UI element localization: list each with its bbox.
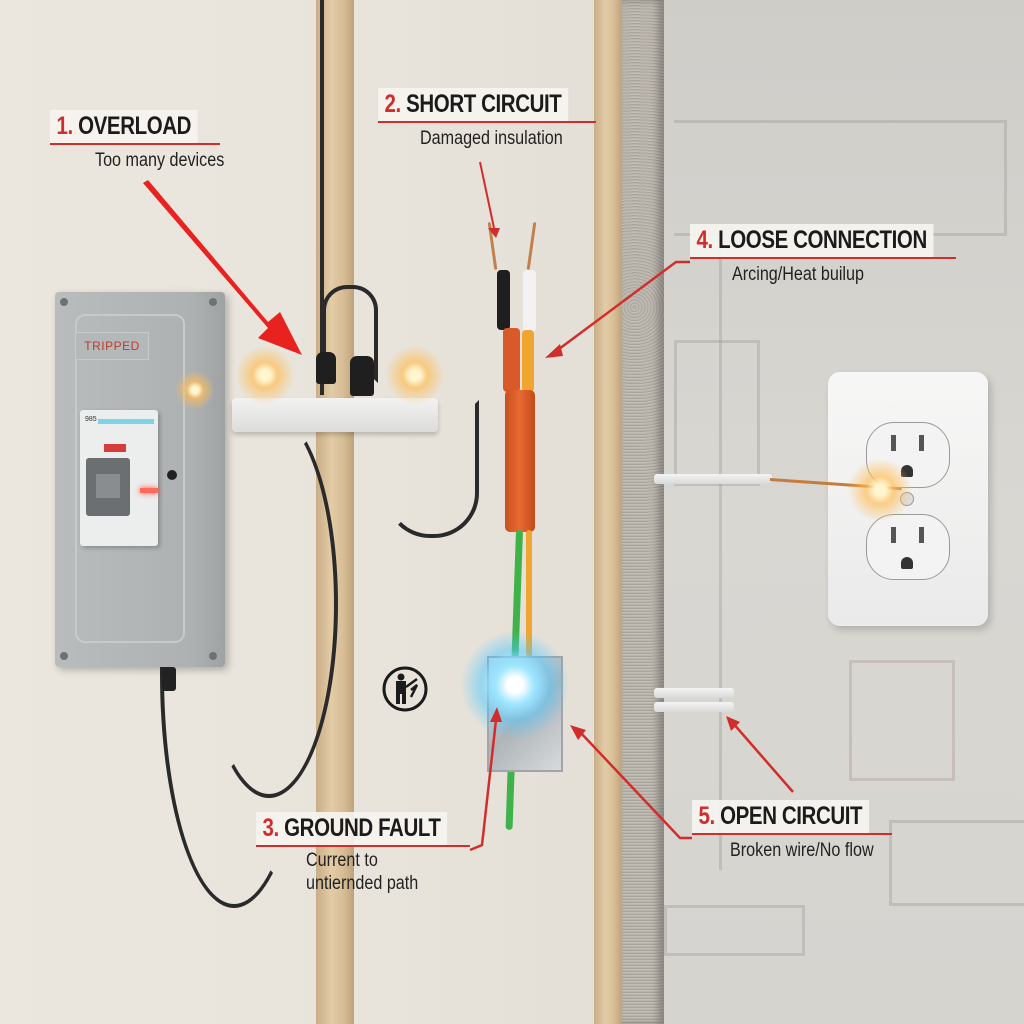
black-wire (497, 270, 510, 330)
label-description: Current to (306, 850, 378, 871)
spark-effect (385, 345, 445, 405)
cable-sheath (505, 390, 535, 532)
screw (60, 652, 68, 660)
power-cord (385, 400, 479, 538)
blueprint-line (889, 820, 1024, 906)
orange-insulation (503, 328, 520, 392)
wood-stud-right (594, 0, 622, 1024)
panel-knob (167, 470, 177, 480)
label-number: 2. (384, 90, 402, 118)
label-short-circuit: 2. SHORT CIRCUIT Damaged insulation (378, 88, 610, 150)
broken-wire (654, 702, 734, 712)
plug (350, 356, 374, 396)
plug (316, 352, 336, 384)
yellow-insulation (522, 330, 534, 392)
label-number: 3. (262, 814, 280, 842)
label-number: 1. (56, 112, 74, 140)
screw (209, 298, 217, 306)
breaker-red-tag (104, 444, 126, 452)
power-cord (200, 410, 338, 798)
white-wire (523, 270, 536, 332)
label-open-circuit: 5. OPEN CIRCUIT Broken wire/No flow (692, 800, 908, 862)
label-title: OVERLOAD (78, 112, 192, 140)
spark-effect (235, 345, 295, 405)
panel-cord-entry (162, 667, 176, 691)
spark-effect (845, 460, 915, 520)
blueprint-line (664, 905, 805, 956)
breaker-stripe (98, 419, 154, 424)
screw (60, 298, 68, 306)
breaker-model: 985 (85, 416, 97, 423)
yellow-wire (526, 530, 532, 660)
label-description: Damaged insulation (420, 128, 563, 149)
label-description: Too many devices (95, 150, 225, 171)
receptacle-bottom (866, 514, 950, 580)
electric-shock-hazard-icon (382, 666, 428, 712)
breaker-toggle[interactable] (86, 458, 130, 516)
concrete-edge (622, 0, 664, 1024)
label-ground-fault: 3. GROUND FAULT Current to untiernded pa… (256, 812, 489, 895)
trip-led (140, 488, 158, 493)
blueprint-lamp (849, 660, 955, 781)
label-title: LOOSE CONNECTION (718, 226, 927, 254)
breaker-panel: TRIPPED 985 (55, 292, 225, 667)
label-title: OPEN CIRCUIT (720, 802, 863, 830)
screw (209, 652, 217, 660)
broken-wire (654, 688, 734, 698)
overload-arrow (143, 180, 302, 355)
outlet-feed-wire (654, 474, 772, 484)
label-description: Broken wire/No flow (730, 840, 874, 861)
label-title: GROUND FAULT (284, 814, 441, 842)
spark-effect (175, 370, 215, 410)
blueprint-line (674, 340, 760, 486)
power-cord-loop (322, 285, 378, 383)
label-number: 5. (698, 802, 716, 830)
label-description: Arcing/Heat builup (732, 264, 864, 285)
label-number: 4. (696, 226, 714, 254)
label-description: untiernded path (306, 873, 419, 894)
label-overload: 1. OVERLOAD Too many devices (50, 110, 247, 172)
label-loose-connection: 4. LOOSE CONNECTION Arcing/Heat builup (690, 224, 987, 286)
arc-flash (460, 630, 570, 740)
label-title: SHORT CIRCUIT (406, 90, 562, 118)
blueprint-line (719, 230, 722, 870)
circuit-breaker: 985 (80, 410, 158, 546)
tripped-indicator: TRIPPED (75, 332, 149, 360)
panel-door (75, 314, 185, 643)
vertical-cord (320, 0, 324, 395)
